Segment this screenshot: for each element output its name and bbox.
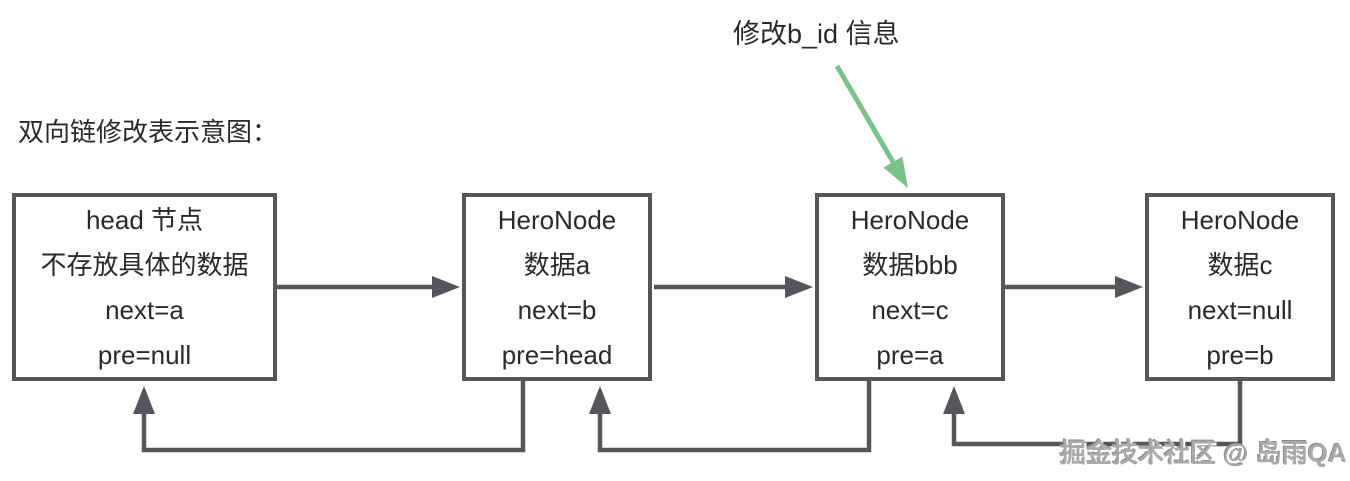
next-arrow-head-to-a-icon [277,276,460,298]
pre-arrow-bbb-to-a-icon [589,381,872,453]
node-head-pre: pre=null [97,339,192,370]
node-head-data: 不存放具体的数据 [40,249,249,280]
node-a: HeroNode 数据a next=b pre=head [462,193,652,381]
node-c: HeroNode 数据c next=null pre=b [1145,193,1335,381]
node-bbb: HeroNode 数据bbb next=c pre=a [815,193,1005,381]
node-bbb-next: next=c [871,294,949,325]
node-c-data: 数据c [1207,249,1273,280]
watermark: 掘金技术社区 @ 岛雨QA [1060,438,1347,468]
annotation-label: 修改b_id 信息 [733,19,900,49]
pre-arrow-a-to-head-icon [133,381,526,453]
next-arrow-a-to-bbb-icon [654,276,813,298]
node-head: head 节点 不存放具体的数据 next=a pre=null [12,193,277,381]
node-a-pre: pre=head [501,339,613,370]
node-a-next: next=b [517,294,597,325]
pre-arrow-c-to-bbb-icon [943,381,1243,447]
node-a-title: HeroNode [497,204,617,235]
next-arrow-bbb-to-c-icon [1005,276,1143,298]
node-bbb-title: HeroNode [850,204,970,235]
node-bbb-data: 数据bbb [862,249,958,280]
annotation-arrow-icon [834,64,908,188]
node-c-title: HeroNode [1180,204,1300,235]
diagram-title: 双向链修改表示意图： [18,117,279,147]
node-head-next: next=a [105,294,184,325]
node-c-pre: pre=b [1206,339,1274,370]
node-bbb-pre: pre=a [876,339,944,370]
node-a-data: 数据a [523,249,591,280]
node-c-next: next=null [1187,294,1293,325]
node-head-title: head 节点 [85,204,204,235]
